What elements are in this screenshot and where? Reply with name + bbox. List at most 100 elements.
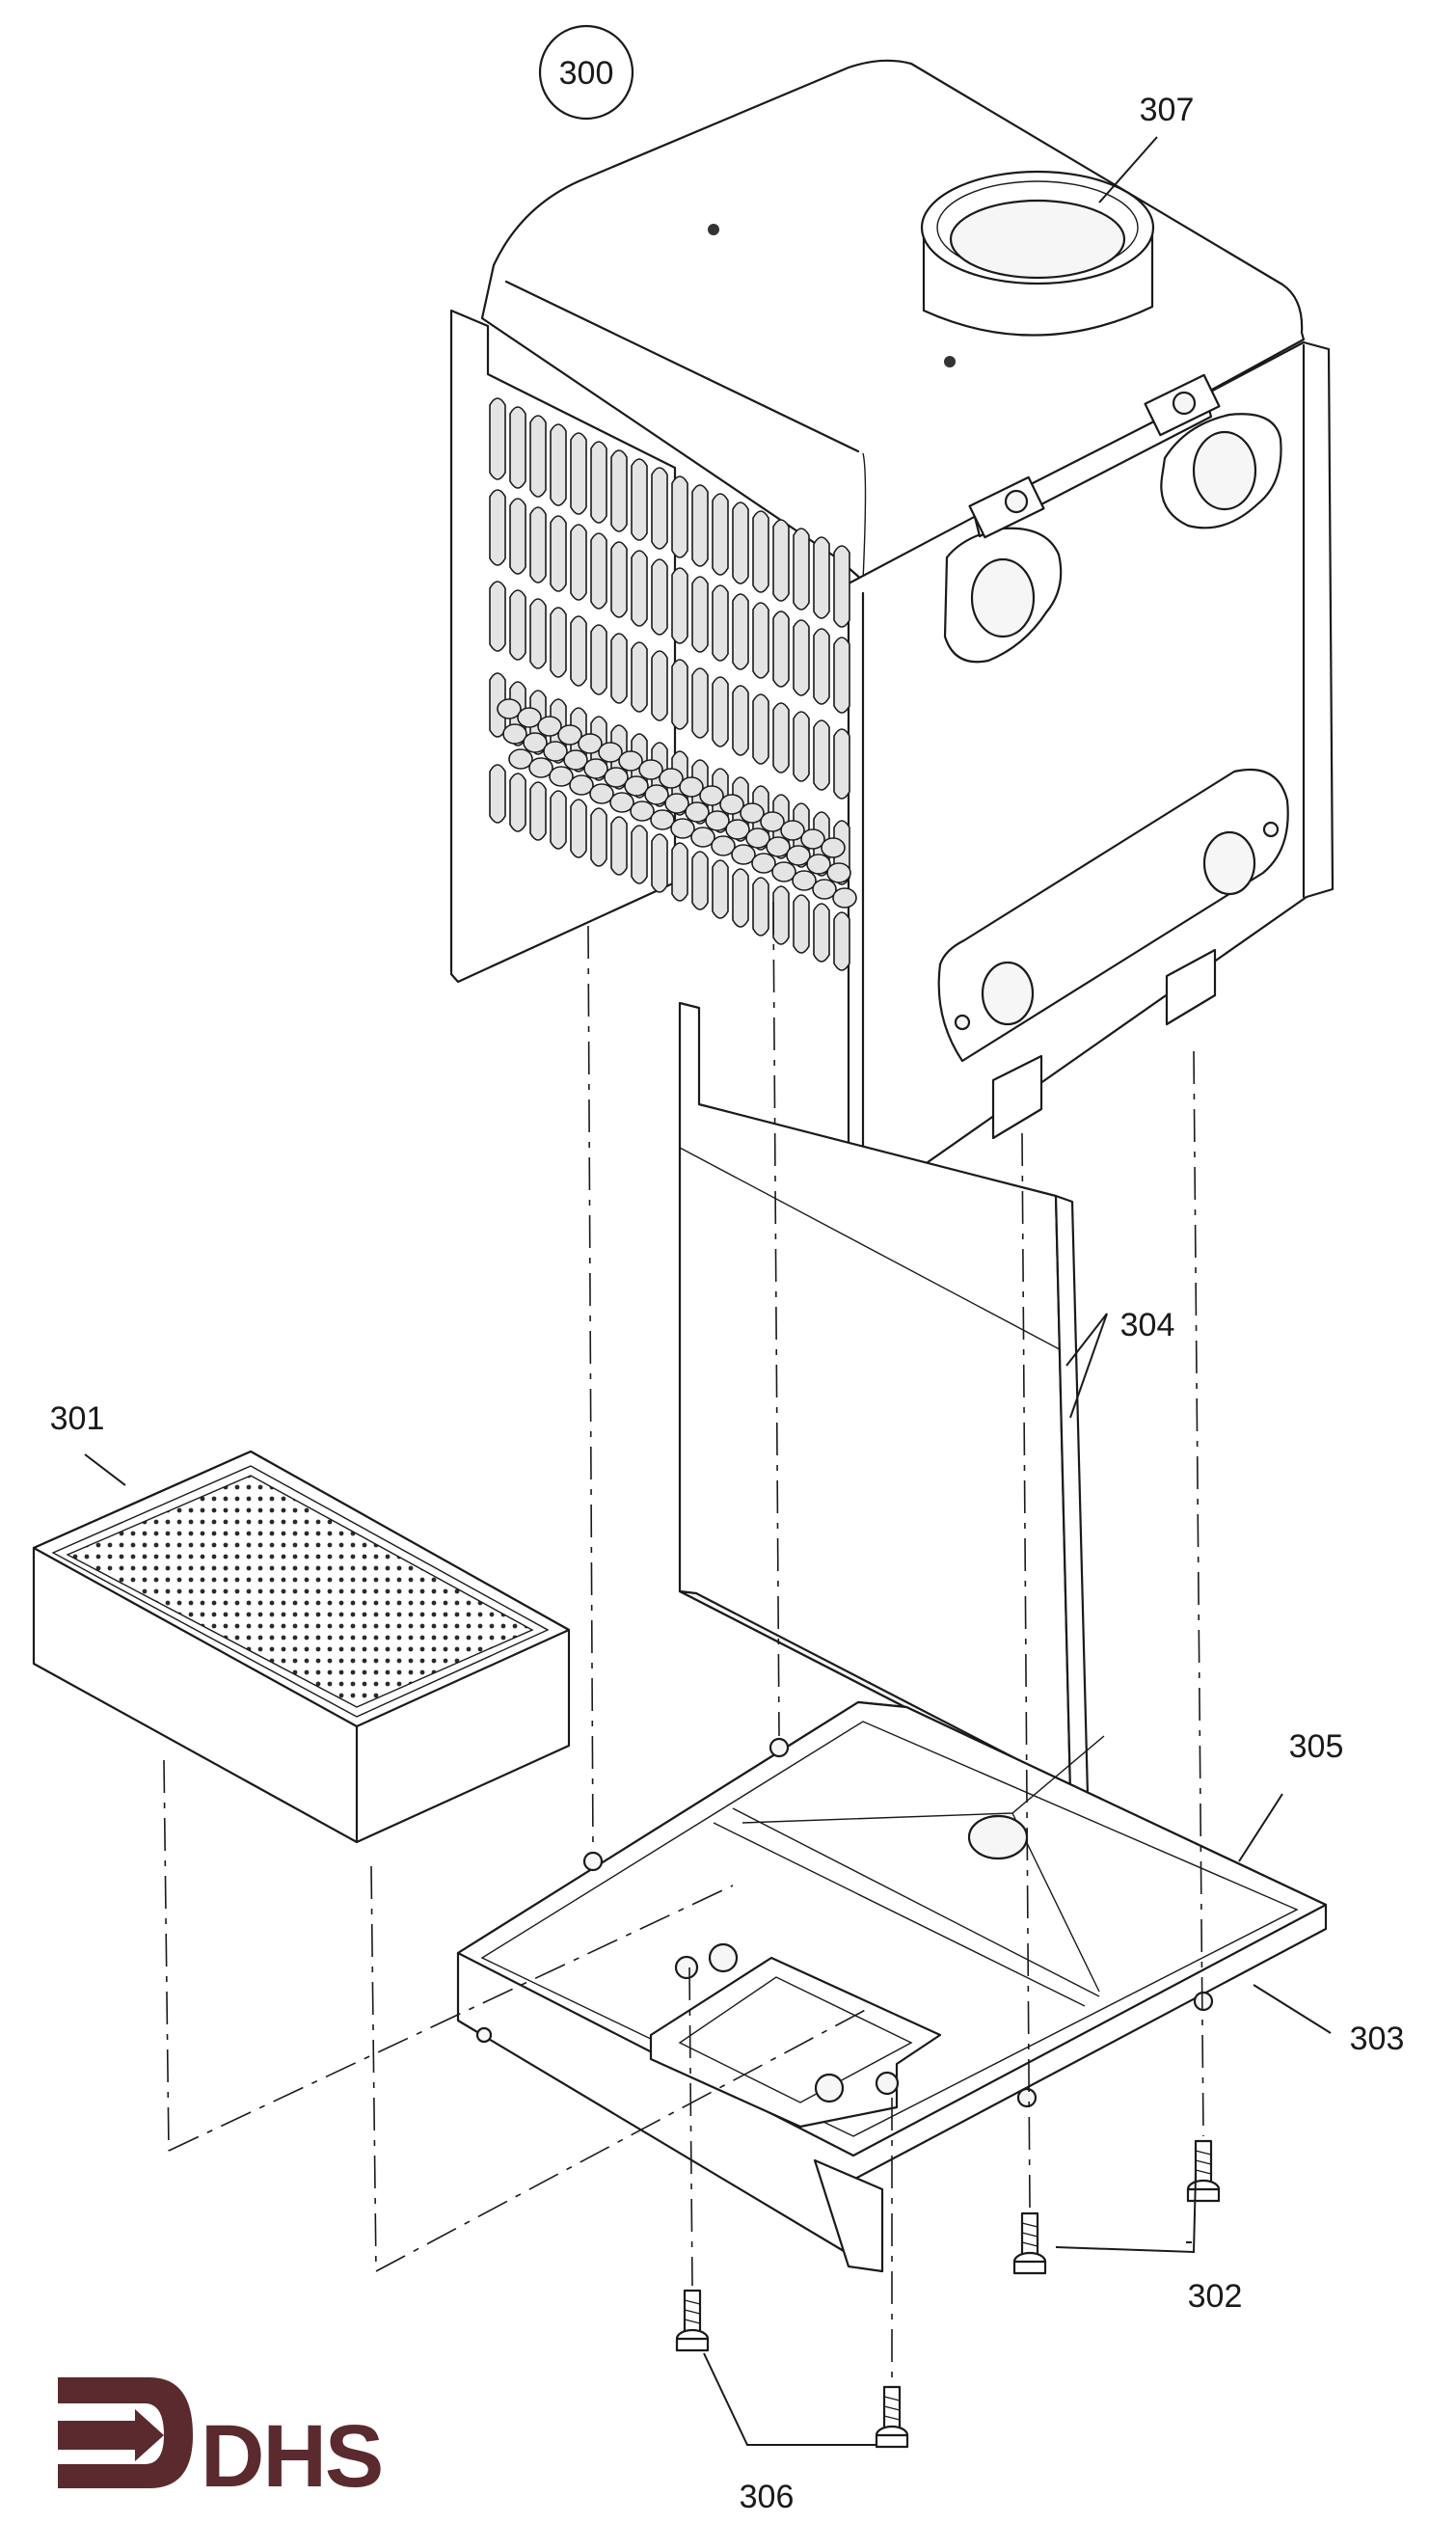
- coil-tube: [549, 766, 574, 787]
- coil-tube: [659, 768, 684, 789]
- coil-tube: [760, 811, 785, 832]
- fin: [651, 833, 668, 893]
- fin: [509, 406, 526, 489]
- pipe-boss: [1160, 413, 1282, 529]
- coil-tube: [543, 741, 568, 762]
- callout-300: 300: [538, 24, 634, 121]
- coil-tube: [725, 819, 750, 840]
- coil-tube: [528, 757, 553, 778]
- fin: [772, 885, 790, 945]
- fin: [550, 515, 567, 592]
- fin: [813, 719, 830, 791]
- coil-tube: [537, 716, 562, 737]
- callout-301: 301: [50, 1400, 105, 1437]
- assembly-lines: [163, 901, 1204, 2382]
- fin: [651, 558, 668, 636]
- heat-exchanger-bracket: [937, 768, 1289, 1063]
- hood-screw: [708, 224, 719, 235]
- fin: [712, 859, 729, 919]
- coil-tube: [812, 879, 837, 900]
- fin: [610, 449, 628, 532]
- fin: [691, 484, 709, 567]
- fin: [752, 510, 769, 593]
- fin: [610, 541, 628, 618]
- fin: [529, 415, 547, 498]
- coil-tube: [832, 887, 857, 909]
- fin: [833, 545, 850, 628]
- fin: [529, 506, 547, 583]
- fin: [509, 773, 526, 832]
- fin: [793, 711, 810, 782]
- coil-tube: [800, 828, 825, 850]
- fin: [489, 397, 506, 480]
- fin: [752, 693, 769, 765]
- fin: [833, 911, 850, 971]
- coil-tube: [569, 774, 594, 796]
- coil-tube: [497, 698, 522, 719]
- fin: [752, 877, 769, 936]
- fin: [833, 728, 850, 800]
- callout-306: 306: [740, 2479, 795, 2515]
- coil-tube: [679, 776, 704, 798]
- fin: [712, 676, 729, 747]
- screw: [1012, 2211, 1047, 2275]
- callout-305: 305: [1289, 1728, 1344, 1765]
- fin: [489, 764, 506, 824]
- fin: [671, 842, 688, 902]
- sump-tray: [456, 1700, 1328, 2273]
- coil-tube: [719, 794, 744, 815]
- coil-tube: [792, 870, 817, 891]
- fin: [732, 502, 749, 584]
- fin: [550, 423, 567, 506]
- coil-tube: [508, 748, 533, 770]
- coil-tube: [618, 750, 643, 772]
- fin: [671, 475, 688, 558]
- fin: [732, 868, 749, 928]
- coil-tube: [685, 801, 710, 823]
- callout-302: 302: [1188, 2278, 1243, 2315]
- dhs-logo: DHS: [58, 2377, 384, 2506]
- coil-tube: [609, 792, 634, 813]
- pipe-boss: [943, 527, 1063, 664]
- coil-tube: [711, 835, 736, 856]
- fin: [833, 637, 850, 714]
- coil-tube: [806, 854, 831, 875]
- coil-tube: [786, 845, 811, 866]
- fin: [651, 650, 668, 721]
- fin: [813, 536, 830, 619]
- fin: [590, 441, 607, 524]
- fin: [570, 524, 587, 601]
- fin: [570, 432, 587, 515]
- pipe-clip: [1144, 373, 1221, 437]
- fin: [691, 851, 709, 910]
- fin: [671, 659, 688, 730]
- fin: [570, 799, 587, 858]
- coil-tube: [563, 749, 588, 771]
- callout-304: 304: [1120, 1307, 1175, 1343]
- fin: [550, 607, 567, 678]
- coil-tube: [766, 836, 791, 857]
- coil-tube: [731, 844, 756, 865]
- fin: [489, 489, 506, 566]
- coil-tube: [502, 723, 527, 745]
- fin: [712, 584, 729, 662]
- callout-303: 303: [1350, 2021, 1405, 2057]
- fin: [793, 619, 810, 696]
- coil-tube: [644, 784, 669, 805]
- svg-text:300: 300: [559, 55, 614, 92]
- heat-exchanger-fins: [489, 397, 857, 971]
- heat-exchanger-assembly: [449, 59, 1335, 1209]
- fin: [732, 685, 749, 756]
- fin: [631, 641, 648, 713]
- coil-tube: [670, 818, 695, 839]
- coil-tube: [664, 793, 689, 814]
- fin: [509, 589, 526, 661]
- callout-307: 307: [1140, 92, 1195, 128]
- coil-tube: [624, 775, 649, 797]
- fin: [712, 493, 729, 576]
- flue-outlet: [920, 170, 1155, 337]
- fin: [631, 458, 648, 541]
- fin: [772, 702, 790, 773]
- leader-lines: [84, 136, 1332, 2446]
